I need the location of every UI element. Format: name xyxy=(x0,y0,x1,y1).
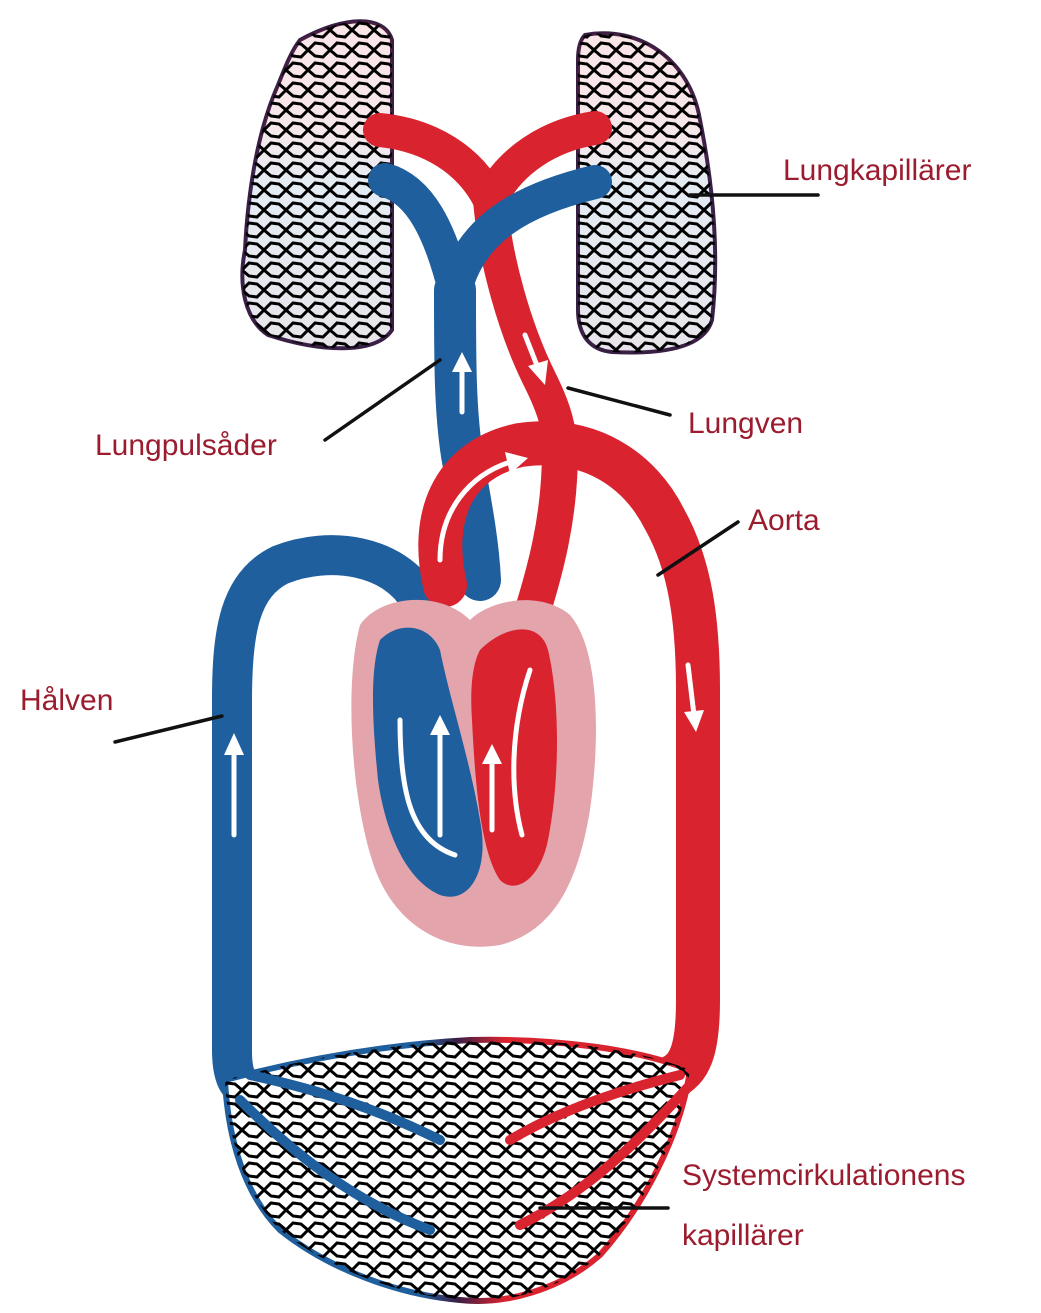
label-pulmonary-vein: Lungven xyxy=(688,407,803,440)
leader-pulmonary-vein xyxy=(568,388,670,415)
label-aorta: Aorta xyxy=(748,504,820,537)
systemic-capillary-bed xyxy=(220,1030,700,1310)
label-pulmonary-artery: Lungpulsåder xyxy=(95,429,277,462)
label-lung-capillaries: Lungkapillärer xyxy=(783,154,971,187)
label-vena-cava: Hålven xyxy=(20,684,113,717)
label-systemic-capillaries-line1: Systemcirkulationens xyxy=(682,1159,965,1192)
leader-vena-cava xyxy=(115,716,222,742)
leader-pulmonary-artery xyxy=(325,360,440,440)
heart xyxy=(351,600,596,947)
label-systemic-capillaries-line2: kapillärer xyxy=(682,1219,804,1252)
